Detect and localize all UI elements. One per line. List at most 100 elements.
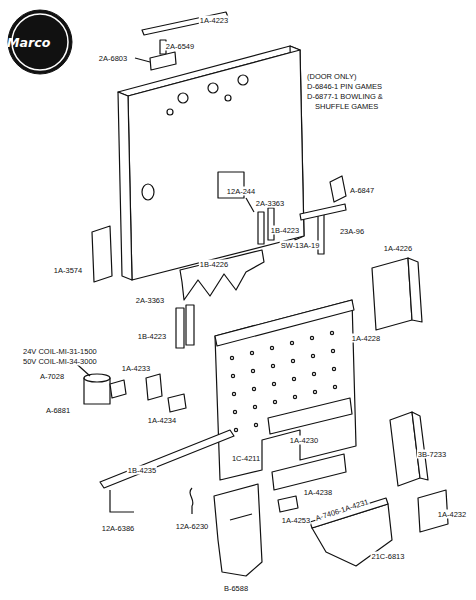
panel-hole — [312, 372, 315, 375]
panel-hole — [234, 428, 237, 431]
panel-hole — [291, 359, 294, 362]
part-number: 1A-4226 — [383, 244, 413, 253]
part-number: 1A-4228 — [351, 334, 381, 343]
bracket-1a3574 — [92, 226, 112, 282]
part-number: 1A-4253 — [281, 516, 311, 525]
logo-circle: Marco — [7, 9, 73, 75]
part-number: 1B-4235 — [127, 466, 157, 475]
part-number: 3B-7233 — [417, 450, 447, 459]
part-number: A-7028 — [39, 372, 65, 381]
panel-hole — [271, 364, 274, 367]
door-left-edge — [118, 92, 132, 280]
bracket-1a4234 — [168, 394, 186, 412]
plate-1a4238 — [272, 454, 346, 490]
panel-hole — [250, 351, 253, 354]
panel-hole — [252, 387, 255, 390]
panel-hole — [310, 336, 313, 339]
part-number: 1A-4238 — [303, 488, 333, 497]
door-lock-hole — [142, 184, 154, 200]
panel-hole — [333, 385, 336, 388]
logo-text: Marco — [7, 35, 50, 50]
panel-hole — [292, 377, 295, 380]
panel-hole — [272, 382, 275, 385]
bracket-side — [412, 412, 428, 480]
part-number: B-6588 — [223, 584, 249, 593]
coil-bracket — [110, 380, 126, 398]
part-number: 2A-6803 — [98, 54, 128, 63]
bracket-1b4223 — [186, 305, 194, 345]
part-number: 1A-4234 — [147, 416, 177, 425]
coil-top — [84, 374, 110, 382]
part-number: SW-13A-19 — [280, 241, 321, 250]
part-number: 1A-4230 — [289, 436, 319, 445]
part-number: D-6846-1 PIN GAMES — [306, 82, 383, 91]
panel-hole — [331, 349, 334, 352]
panel-hole — [330, 331, 333, 334]
door-panel — [128, 50, 304, 280]
bracket-a6847 — [330, 176, 346, 202]
plate-1a4230 — [268, 398, 352, 434]
part-number: 1A-3574 — [53, 266, 83, 275]
panel-hole — [270, 346, 273, 349]
door-hole — [225, 95, 231, 101]
part-number: (DOOR ONLY) — [306, 72, 357, 81]
door-hole — [208, 83, 218, 93]
logo-disc — [8, 10, 72, 74]
part-number: 2A-3363 — [255, 199, 285, 208]
main-panel-flange — [215, 300, 354, 346]
spring-12a6230 — [190, 488, 193, 514]
part-number: 1B-4223 — [270, 226, 300, 235]
hinge-plate — [150, 52, 176, 70]
door-hole — [167, 109, 173, 115]
part-number: 2A-6549 — [165, 42, 195, 51]
part-number: 12A-6230 — [175, 522, 210, 531]
panel-hole — [231, 374, 234, 377]
part-number: 12A-6386 — [101, 524, 136, 533]
part-number: 23A-96 — [339, 227, 365, 236]
panel-hole — [313, 390, 316, 393]
part-number: 21C-6813 — [371, 552, 406, 561]
part-number: 50V COIL-MI-34-3000 — [22, 357, 98, 366]
part-number: A-6881 — [45, 406, 71, 415]
part-number: 2A-3363 — [135, 296, 165, 305]
main-panel — [215, 300, 356, 480]
panel-hole — [233, 410, 236, 413]
part-number: 1A-4223 — [199, 16, 229, 25]
switch-arm — [300, 204, 346, 220]
door-hole — [178, 93, 188, 103]
clip-1a4253 — [278, 496, 298, 512]
bracket-1b4223 — [268, 208, 274, 240]
box-1a4228 — [372, 258, 412, 330]
panel-hole — [332, 367, 335, 370]
part-number: 24V COIL-MI-31-1500 — [22, 347, 98, 356]
panel-hole — [311, 354, 314, 357]
part-number: 12A-244 — [226, 187, 256, 196]
panel-hole — [230, 356, 233, 359]
door-hole — [238, 75, 248, 85]
part-number: A-6847 — [349, 186, 375, 195]
comb-plate — [180, 250, 264, 300]
panel-hole — [273, 400, 276, 403]
bracket-1b4223 — [176, 308, 184, 348]
panel-hole — [253, 405, 256, 408]
bracket-bend — [230, 514, 252, 520]
panel-hole — [254, 423, 257, 426]
part-number: D-6877-1 BOWLING & — [306, 92, 384, 101]
panel-hole — [251, 369, 254, 372]
part-number: SHUFFLE GAMES — [314, 102, 379, 111]
panel-hole — [293, 395, 296, 398]
bracket-1b4223 — [258, 212, 264, 244]
box-side — [408, 258, 422, 322]
part-number: 1A-4233 — [121, 364, 151, 373]
wire-12a6386 — [110, 490, 134, 512]
panel-hole — [232, 392, 235, 395]
part-number: 1B-4226 — [199, 260, 229, 269]
part-number: 1C-4211 — [231, 454, 261, 463]
part-number: 1A-4232 — [437, 510, 467, 519]
bracket-1a4233 — [146, 374, 162, 400]
strip-1b4235 — [100, 430, 234, 488]
part-number: 1B-4223 — [137, 332, 167, 341]
bracket-b6588 — [214, 484, 262, 576]
